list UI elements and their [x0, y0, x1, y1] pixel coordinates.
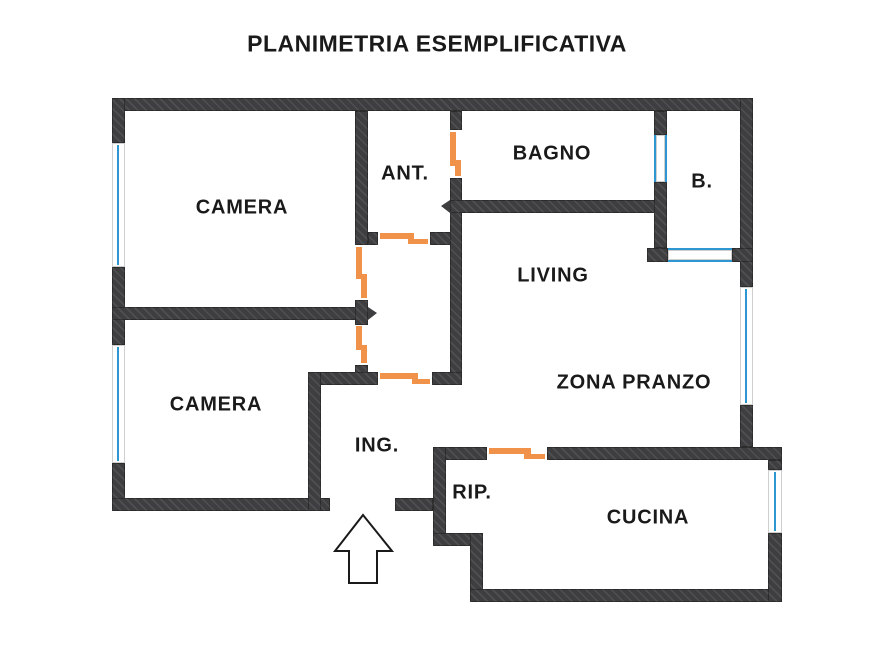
window-glass-line — [774, 472, 776, 531]
door-leaf — [412, 379, 430, 384]
wall-balcone-left-upper — [654, 111, 667, 135]
wall-cucina-top-b — [547, 447, 782, 460]
wall-ing-top-b — [432, 372, 462, 385]
wall-bagno-bottom — [450, 200, 663, 213]
room-label-rip: RIP. — [452, 481, 492, 504]
window-camera2-icon — [112, 345, 125, 463]
wall-ing-left — [308, 372, 321, 511]
wall-cucina-left — [470, 533, 483, 602]
door-leaf — [356, 247, 362, 279]
wall-balcone-bottom-left — [647, 248, 668, 262]
wall-left-upper — [112, 98, 125, 143]
plan-title: PLANIMETRIA ESEMPLIFICATIVA — [247, 30, 627, 57]
door-leaf — [380, 233, 414, 239]
wall-balcone-bottom-right — [732, 248, 753, 262]
wall-cucina-right-upper — [768, 460, 782, 470]
wall-tip-bagno — [441, 200, 450, 213]
door-leaf — [361, 274, 367, 298]
wall-ant-left — [355, 111, 368, 245]
wall-right-upper — [740, 98, 753, 287]
wall-entry-stub — [395, 498, 433, 511]
room-label-bagno: BAGNO — [512, 142, 592, 165]
wall-balcone-left-lower — [654, 182, 667, 248]
wall-bottom-left — [112, 498, 330, 511]
window-glass-line — [745, 289, 747, 403]
room-label-camera1: CAMERA — [195, 196, 289, 219]
wall-left-middle — [112, 267, 125, 345]
window-glass-line — [117, 347, 119, 461]
wall-right-lower — [740, 405, 753, 447]
door-leaf — [489, 448, 531, 454]
window-living-icon — [740, 287, 753, 405]
wall-cucina-right-lower — [768, 533, 782, 602]
wall-central-lower — [450, 178, 462, 385]
door-leaf — [455, 160, 461, 176]
window-cucina-icon — [768, 470, 782, 533]
door-leaf — [408, 239, 428, 244]
wall-ing-top-a — [308, 372, 378, 385]
door-leaf — [361, 345, 367, 363]
window-camera1-icon — [112, 143, 125, 267]
entrance-arrow-icon — [332, 513, 395, 584]
wall-rip-left — [433, 447, 446, 546]
room-label-living: LIVING — [517, 264, 589, 287]
window-balcone-bottom-icon — [668, 248, 732, 262]
wall-tip-divider — [368, 307, 377, 320]
room-label-cucina: CUCINA — [606, 506, 690, 529]
room-label-camera2: CAMERA — [169, 393, 263, 416]
door-leaf — [450, 132, 456, 166]
wall-nook-top-a — [368, 232, 378, 245]
wall-nook-left-mid — [355, 300, 368, 325]
window-glass-line — [117, 145, 119, 265]
room-label-balcone: B. — [691, 170, 713, 193]
window-bagno-balcone-icon — [654, 135, 667, 182]
room-label-ant: ANT. — [381, 162, 429, 185]
wall-central-upper — [450, 111, 462, 130]
wall-cucina-bottom — [470, 589, 782, 602]
room-label-ing: ING. — [354, 434, 400, 457]
wall-camera-divider — [112, 307, 368, 320]
door-leaf — [356, 326, 362, 350]
wall-cucina-top-a — [433, 447, 487, 460]
door-leaf — [524, 454, 545, 459]
wall-top — [112, 98, 753, 111]
door-leaf — [380, 373, 418, 379]
room-label-zona-pranzo: ZONA PRANZO — [556, 371, 712, 394]
